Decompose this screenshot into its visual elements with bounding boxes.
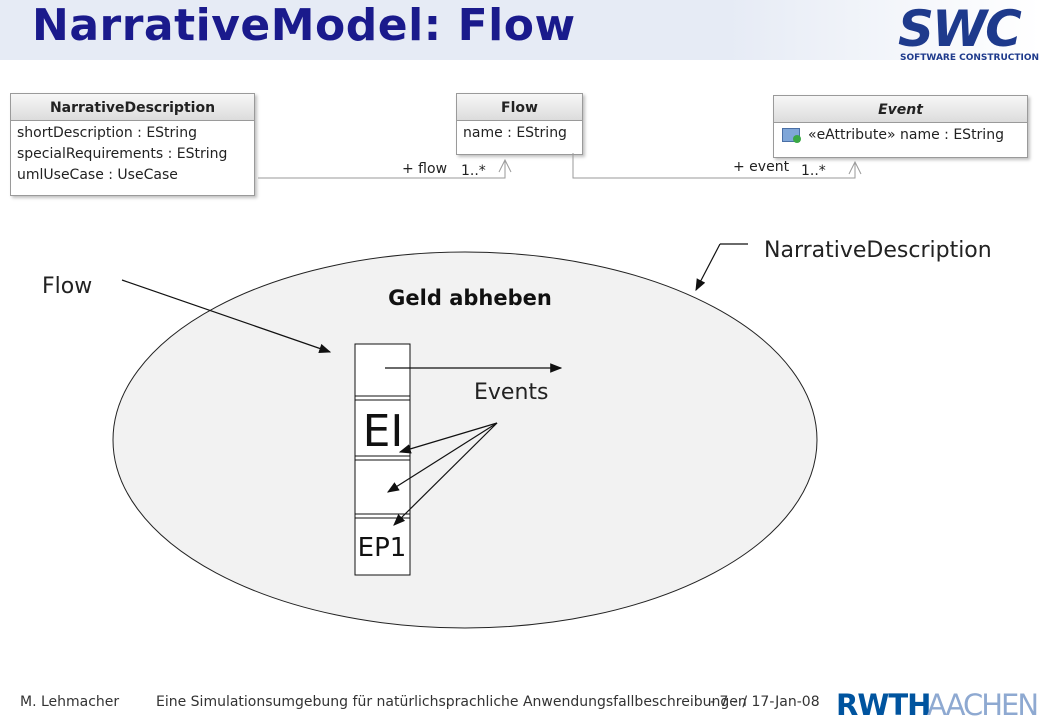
uml-class-name: Flow	[457, 94, 582, 121]
footer-page: - 7 - / 17-Jan-08	[710, 694, 820, 710]
use-case-name: Geld abheben	[388, 286, 552, 310]
swc-logo: SWC SOFTWARE CONSTRUCTION	[898, 2, 1039, 62]
assoc-event-multiplicity: 1..*	[801, 163, 826, 179]
rwth-logo-left: RWTH	[836, 688, 930, 720]
events-pointer-arrow-2	[386, 422, 498, 493]
use-case-ellipse	[112, 251, 818, 629]
uml-class-event: Event «eAttribute» name : EString	[773, 95, 1028, 158]
rwth-logo-right: AACHEN	[927, 688, 1037, 720]
label-flow: Flow	[42, 274, 93, 299]
footer-author: M. Lehmacher	[20, 694, 120, 710]
events-pointer-arrow-3	[393, 422, 498, 526]
assoc-event-role: + event	[733, 159, 790, 175]
swc-logo-subtext: SOFTWARE CONSTRUCTION	[900, 53, 1039, 62]
flow-pointer-arrow	[121, 279, 332, 354]
association-event-arrowhead	[848, 160, 862, 175]
uml-attribute: specialRequirements : EString	[17, 146, 228, 162]
uml-attribute: name : EString	[463, 125, 567, 141]
association-event-line	[572, 153, 856, 179]
slide-title: NarrativeModel: Flow	[32, 0, 576, 51]
uml-class-narrative-description: NarrativeDescription shortDescription : …	[10, 93, 255, 196]
uml-attribute: shortDescription : EString	[17, 125, 197, 141]
uml-class-name: NarrativeDescription	[11, 94, 254, 121]
label-narrative-description: NarrativeDescription	[764, 238, 992, 263]
footer-description: Eine Simulationsumgebung für natürlichsp…	[156, 694, 747, 710]
eattribute-dot-icon	[793, 135, 801, 143]
title-bar	[0, 0, 1040, 60]
uml-attribute: «eAttribute» name : EString	[808, 127, 1004, 143]
uml-class-name: Event	[774, 96, 1027, 123]
swc-logo-text: SWC	[898, 2, 1022, 58]
events-pointer-arrow-1	[398, 422, 498, 454]
rwth-logo: RWTH AACHEN	[836, 688, 1039, 720]
assoc-flow-role: + flow	[402, 161, 447, 177]
uml-class-flow: Flow name : EString	[456, 93, 583, 155]
association-flow-arrowhead	[498, 158, 512, 173]
assoc-flow-multiplicity: 1..*	[461, 163, 486, 179]
event-cell-ei: EI	[363, 406, 404, 457]
narrative-pointer-arrow	[695, 243, 721, 292]
event-cell-ep1: EP1	[358, 533, 407, 563]
association-flow-line	[258, 160, 506, 179]
footer: M. Lehmacher Eine Simulationsumgebung fü…	[0, 688, 1040, 720]
uml-attribute: umlUseCase : UseCase	[17, 167, 178, 183]
label-events: Events	[474, 380, 549, 405]
